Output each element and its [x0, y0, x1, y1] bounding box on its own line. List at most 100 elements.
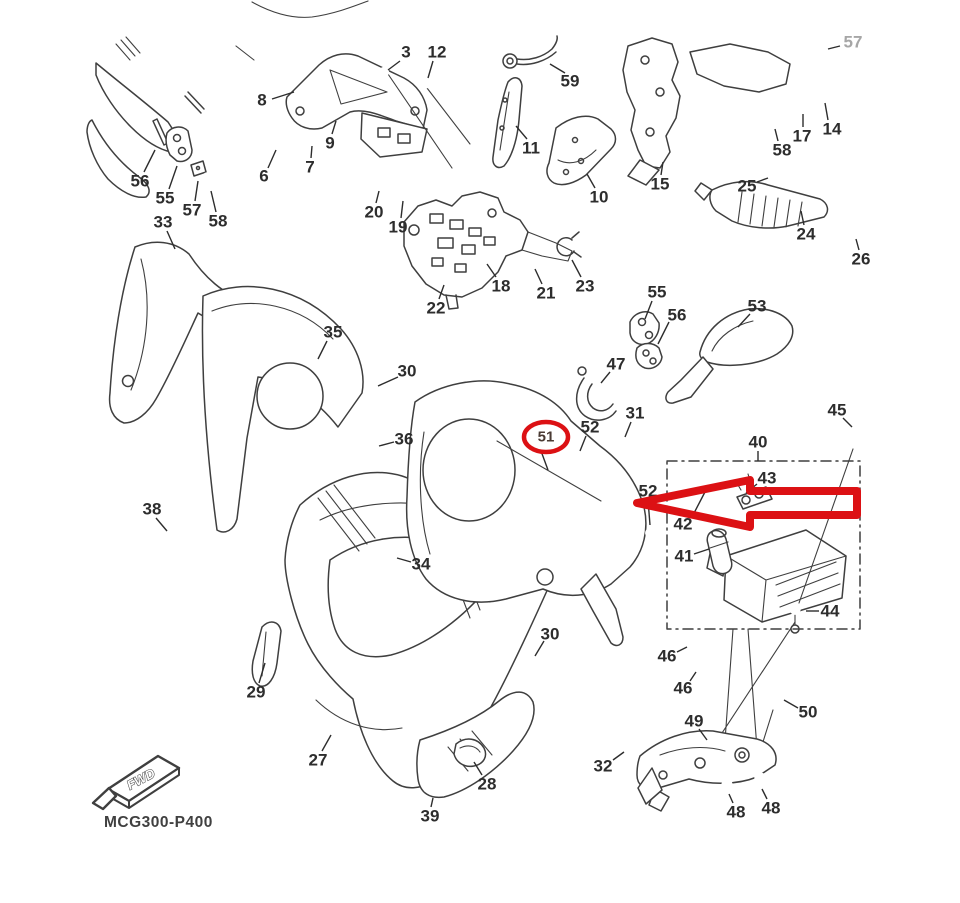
leader-line	[660, 161, 664, 176]
side-blade-11-art	[492, 77, 523, 169]
part-label-31: 31	[626, 404, 645, 423]
leader-line	[698, 728, 708, 741]
cable-59-art	[387, 35, 558, 169]
nut-17-icon	[797, 98, 809, 110]
stay-8-art	[285, 53, 428, 158]
leader-line	[612, 751, 625, 761]
bolt-46-icon	[691, 658, 714, 674]
leader-line	[549, 63, 566, 74]
bolt-20-icon	[371, 165, 390, 188]
mirror-53-art	[665, 307, 794, 404]
part-label-11: 11	[522, 139, 540, 158]
leader-line	[676, 646, 688, 653]
part-label-20: 20	[365, 203, 384, 222]
leader-line	[644, 300, 653, 320]
nut-7-icon	[306, 132, 316, 142]
leader-line	[855, 238, 860, 251]
part-label-39: 39	[421, 807, 440, 826]
leader-line	[194, 180, 199, 202]
part-label-27: 27	[309, 751, 328, 770]
nut-58-icon	[768, 113, 780, 125]
leader-line	[571, 259, 582, 278]
hose-47-art	[575, 366, 617, 421]
part-label-45: 45	[828, 401, 847, 420]
part-label-47: 47	[607, 355, 626, 374]
part-label-36: 36	[395, 430, 414, 449]
leader-line	[515, 125, 528, 140]
bracket-55-mirror-art	[629, 311, 660, 346]
leader-line	[783, 699, 799, 709]
screw-36-icon	[364, 441, 377, 463]
nut-14-icon	[818, 86, 830, 98]
leader-line	[378, 441, 395, 447]
bracket-55-art	[165, 126, 193, 163]
lens-28-art	[453, 738, 487, 768]
part-label-52: 52	[581, 418, 600, 437]
leader-line	[827, 45, 841, 50]
leader-line	[540, 450, 549, 471]
leader-line	[761, 788, 768, 800]
part-label-43: 43	[758, 469, 777, 488]
part-label-25: 25	[738, 177, 757, 196]
part-label-51: 51	[538, 429, 555, 446]
leader-line	[427, 60, 434, 79]
leader-line	[143, 149, 156, 173]
screw-38-icon	[161, 527, 183, 550]
highlight-arrow	[633, 476, 861, 531]
leader-line	[258, 662, 266, 684]
part-label-59: 59	[561, 72, 580, 91]
clip-32-icon	[626, 742, 642, 754]
leader-line	[430, 797, 434, 808]
leader-line	[317, 340, 328, 360]
cropped-fragments-art	[115, 0, 369, 61]
part-label-15: 15	[651, 175, 670, 194]
leader-line	[756, 177, 769, 183]
bracket-49-art	[636, 730, 777, 812]
part-label-35: 35	[324, 323, 343, 342]
handlebar-lever-art	[86, 62, 205, 199]
frame-stay-15-art	[622, 37, 791, 186]
leader-line	[396, 557, 412, 563]
leader-line	[842, 417, 853, 428]
part-label-33: 33	[154, 213, 173, 232]
part-label-3: 3	[401, 43, 410, 62]
leader-line	[586, 173, 596, 189]
part-label-57: 57	[844, 33, 863, 52]
leader-line	[155, 517, 168, 532]
fwd-flag	[91, 754, 181, 811]
leader-line	[728, 793, 734, 804]
bracket-24-art	[694, 180, 829, 229]
part-label-44: 44	[821, 602, 840, 621]
leader-line	[624, 421, 632, 438]
part-label-56: 56	[131, 172, 150, 191]
diagram-code: MCG300-P400	[104, 814, 213, 831]
leader-line	[657, 321, 670, 345]
leader-line	[331, 120, 337, 135]
leader-line	[321, 734, 332, 752]
clip-57-art	[190, 160, 207, 177]
part-label-34: 34	[412, 555, 431, 574]
part-label-29: 29	[247, 683, 266, 702]
part-label-46: 46	[658, 647, 677, 666]
part-label-56: 56	[668, 306, 687, 325]
leader-line	[774, 128, 779, 142]
part-label-55: 55	[648, 283, 667, 302]
leader-line	[473, 761, 483, 776]
leader-line	[387, 60, 401, 71]
part-label-21: 21	[537, 284, 556, 303]
part-label-28: 28	[478, 775, 497, 794]
part-label-41: 41	[675, 547, 694, 566]
side-blade-10-art	[546, 115, 617, 186]
bolt-46-icon	[685, 636, 708, 652]
leader-line	[271, 91, 295, 100]
leader-line	[824, 102, 829, 121]
part-label-57: 57	[183, 201, 202, 220]
nut-3-icon	[378, 66, 390, 78]
nut-21-icon	[526, 254, 538, 266]
leader-line	[166, 230, 176, 250]
part-label-46: 46	[674, 679, 693, 698]
part-label-18: 18	[492, 277, 511, 296]
leader-lines	[143, 45, 860, 808]
